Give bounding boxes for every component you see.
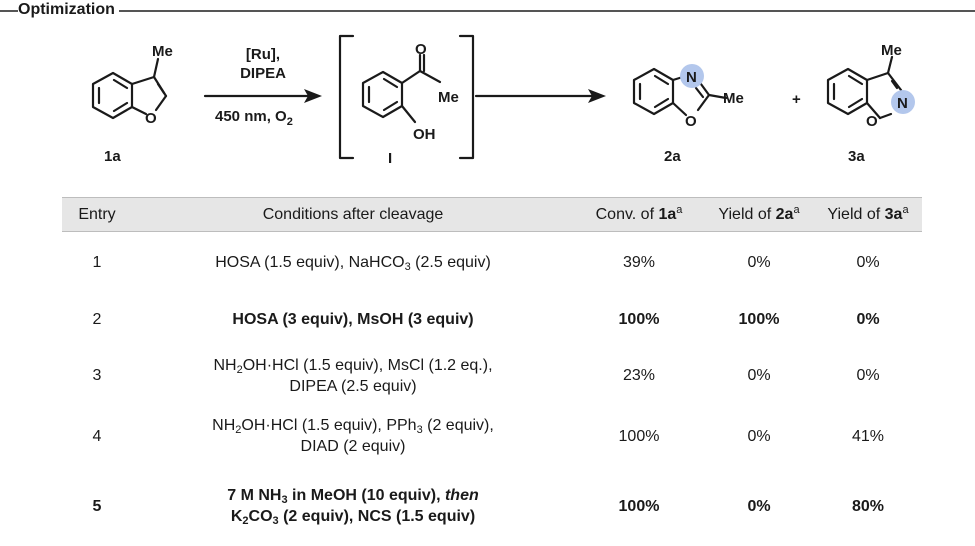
header-yield-2a: Yield of 2aa: [704, 197, 814, 232]
table-row: 2 HOSA (3 equiv), MsOH (3 equiv) 100% 10…: [62, 293, 922, 345]
conditions-cell: HOSA (1.5 equiv), NaHCO3 (2.5 equiv): [215, 254, 491, 273]
conversion-cell: 100%: [618, 497, 660, 515]
plus-sign: +: [792, 91, 801, 108]
conversion-cell: 39%: [622, 254, 656, 271]
entry-cell: 2: [92, 310, 102, 328]
o-label-1a: O: [145, 110, 157, 127]
structure-intermediate: [361, 53, 442, 124]
me-label-3a: Me: [881, 42, 902, 59]
section-title: Optimization: [18, 1, 119, 19]
yield-3a-cell: 0%: [856, 254, 880, 271]
o-label-intermediate: O: [415, 41, 427, 58]
entry-cell: 1: [92, 254, 102, 271]
yield-2a-cell: 0%: [747, 367, 771, 384]
me-label-intermediate: Me: [438, 89, 459, 106]
me-label-2a: Me: [723, 90, 744, 107]
label-2a: 2a: [664, 148, 681, 165]
yield-3a-cell: 80%: [851, 497, 885, 515]
optimization-table: Entry Conditions after cleavage Conv. of…: [62, 197, 922, 546]
yield-3a-cell: 0%: [856, 310, 880, 328]
table-row: 3 NH2OH·HCl (1.5 equiv), MsCl (1.2 eq.),…: [62, 345, 922, 406]
n-label-3a: N: [897, 95, 908, 112]
entry-cell: 4: [92, 427, 102, 445]
structure-3a: [826, 55, 903, 120]
conversion-cell: 100%: [618, 310, 660, 328]
n-label-2a: N: [686, 69, 697, 86]
header-conversion: Conv. of 1aa: [574, 197, 704, 232]
yield-2a-cell: 100%: [738, 310, 780, 328]
conditions-cell: HOSA (3 equiv), MsOH (3 equiv): [232, 310, 474, 328]
header-yield-3a: Yield of 3aa: [814, 197, 922, 232]
o-label-3a: O: [866, 113, 878, 130]
section-rule: [0, 10, 975, 12]
table-row: 1 HOSA (1.5 equiv), NaHCO3 (2.5 equiv) 3…: [62, 232, 922, 294]
label-intermediate: I: [388, 150, 392, 167]
oh-label-intermediate: OH: [413, 126, 436, 143]
conditions-cell: NH2OH·HCl (1.5 equiv), MsCl (1.2 eq.),DI…: [213, 356, 493, 395]
conditions-line-1: [Ru],: [246, 46, 280, 63]
arrowhead-1: [304, 89, 322, 103]
conditions-line-2: DIPEA: [240, 65, 286, 82]
yield-2a-cell: 0%: [747, 497, 771, 515]
label-3a: 3a: [848, 148, 865, 165]
highlight-n-2a: [680, 64, 704, 88]
entry-cell: 5: [92, 497, 102, 515]
header-conditions: Conditions after cleavage: [132, 197, 574, 232]
yield-2a-cell: 0%: [747, 254, 771, 271]
header-entry: Entry: [62, 197, 132, 232]
table-header-row: Entry Conditions after cleavage Conv. of…: [62, 197, 922, 232]
structure-2a: [632, 67, 728, 117]
conversion-cell: 23%: [622, 367, 656, 384]
yield-2a-cell: 0%: [747, 427, 771, 445]
label-1a: 1a: [104, 148, 121, 165]
entry-cell: 3: [92, 367, 102, 384]
conversion-cell: 100%: [618, 427, 660, 445]
yield-3a-cell: 0%: [856, 367, 880, 384]
o-label-2a: O: [685, 113, 697, 130]
arrowhead-2: [588, 89, 606, 103]
table-row: 4 NH2OH·HCl (1.5 equiv), PPh3 (2 equiv),…: [62, 406, 922, 466]
structure-1a: [91, 57, 168, 120]
conditions-cell: NH2OH·HCl (1.5 equiv), PPh3 (2 equiv),DI…: [212, 417, 494, 455]
reaction-scheme: Me O O Me OH N O Me Me N O + 1a I 2a 3a …: [91, 34, 915, 167]
conditions-line-3: 450 nm, O2: [215, 108, 293, 128]
me-label-1a: Me: [152, 43, 173, 60]
yield-3a-cell: 41%: [851, 427, 885, 445]
highlight-n-3a: [891, 90, 915, 114]
